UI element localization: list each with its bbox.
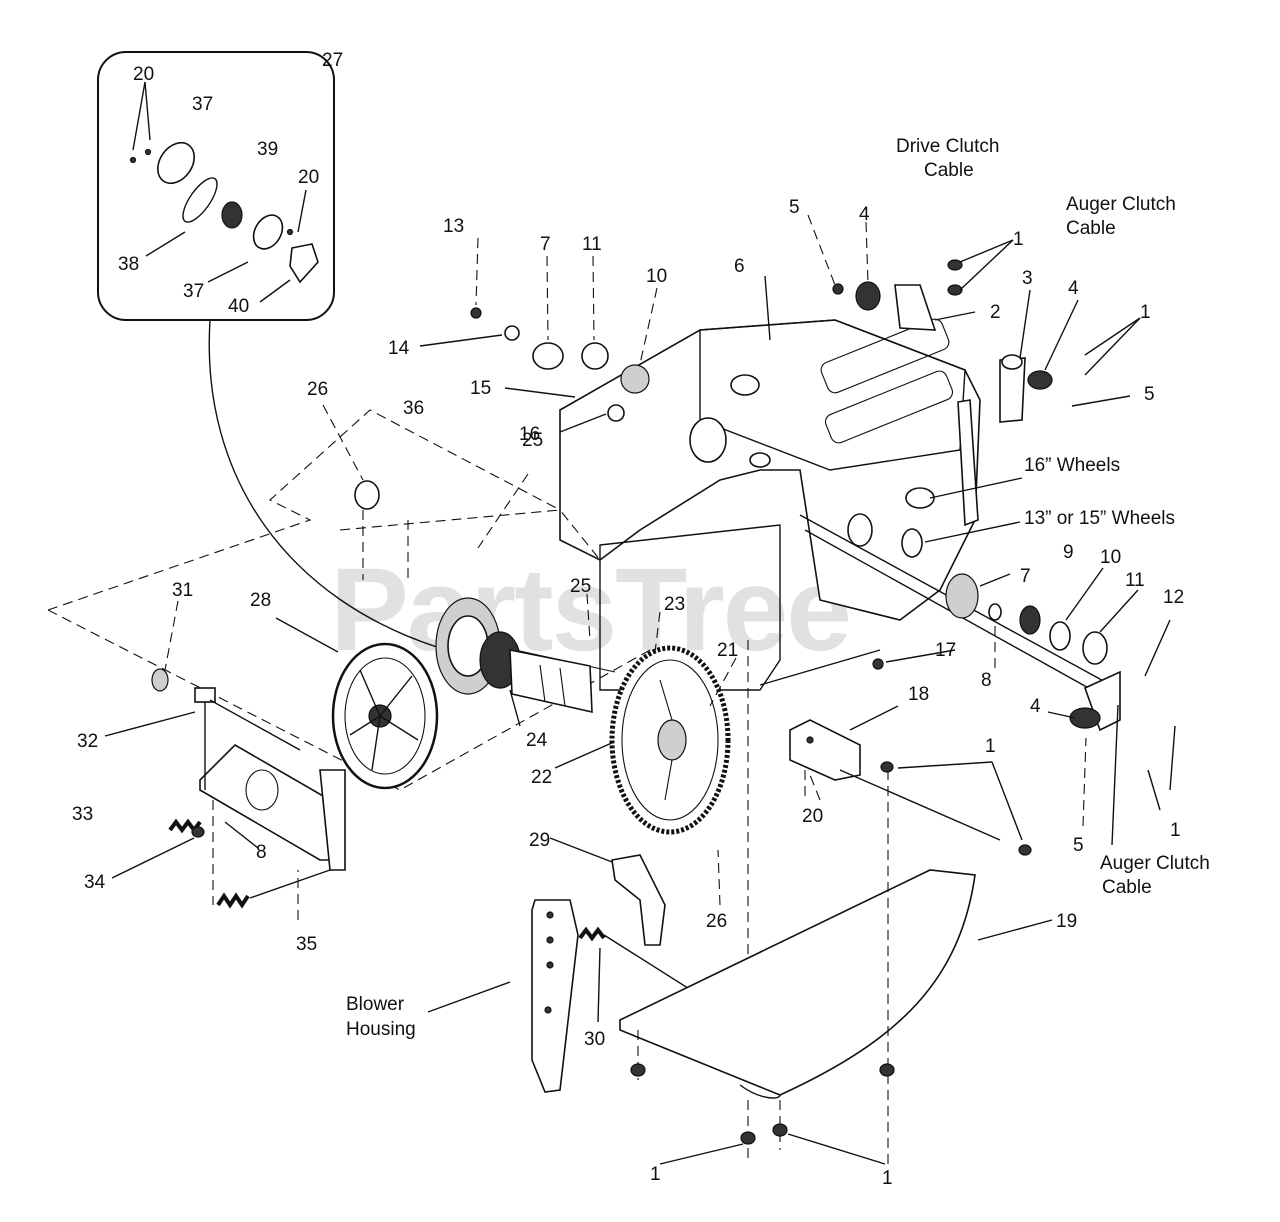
callout-7: 7 [1020,566,1031,587]
callout-32: 32 [77,731,98,752]
callout-3: 3 [1022,268,1033,289]
frame-assembly [559,318,981,691]
callout-33: 33 [72,804,93,825]
callout-6: 6 [734,256,745,277]
callout-8: 8 [256,842,267,863]
callout-20: 20 [133,64,154,85]
callout-11: 11 [582,234,602,255]
right-side-parts [901,354,1121,732]
callout-4: 4 [1030,696,1041,717]
callout-15: 15 [470,378,491,399]
caption-auger-clutch-cable-top-line1: Auger Clutch [1066,194,1176,215]
callout-10: 10 [1100,547,1121,568]
callout-5: 5 [1144,384,1155,405]
callout-21: 21 [717,640,738,661]
bottom-bolts [191,658,1032,1145]
callout-25: 25 [570,576,591,597]
callout-29: 29 [529,830,550,851]
shield-19 [619,869,976,1099]
callout-22: 22 [531,767,552,788]
callout-1: 1 [650,1164,661,1185]
caption-13-or-15-wheels: 13” or 15” Wheels [1024,508,1175,529]
callout-39: 39 [257,139,278,160]
callout-13: 13 [443,216,464,237]
callout-17: 17 [935,640,956,661]
callout-28: 28 [250,590,271,611]
caption-blower-housing-line2: Housing [346,1019,416,1040]
callout-11: 11 [1125,570,1145,591]
caption-drive-clutch-cable-line1: Drive Clutch [896,136,999,157]
callout-19: 19 [1056,911,1077,932]
callout-7: 7 [540,234,551,255]
callout-23: 23 [664,594,685,615]
callout-26: 26 [307,379,328,400]
watermark: PartsTree [330,544,850,676]
callout-25: 25 [522,430,543,451]
callout-5: 5 [1073,835,1084,856]
callout-35: 35 [296,934,317,955]
gear-22 [609,645,731,835]
leader-lines [104,214,1176,1165]
caption-16-wheels: 16” Wheels [1024,455,1120,476]
caption-auger-clutch-cable-top-line2: Cable [1066,218,1116,239]
callout-1: 1 [1170,820,1181,841]
callout-40: 40 [228,296,249,317]
top-parts-row [151,259,963,692]
pulley-28 [331,642,439,790]
bracket-18 [789,719,1001,841]
caption-auger-clutch-cable-bottom-line1: Auger Clutch [1100,853,1210,874]
callout-16: 16 [519,424,540,445]
callout-34: 34 [84,872,106,893]
blower-housing-bracket [531,899,579,1093]
callout-31: 31 [172,580,193,601]
guide-lines [212,510,889,1182]
callout-4: 4 [1068,278,1079,299]
callouts: 27 20 37 39 20 38 37 40 13 7 11 10 6 5 4… [72,50,1184,1189]
lever-29 [611,854,666,946]
callout-37: 37 [183,281,204,302]
callout-1: 1 [882,1168,893,1189]
caption-drive-clutch-cable-line2: Cable [924,160,974,181]
caption-blower-housing-line1: Blower [346,994,405,1015]
callout-20: 20 [298,167,319,188]
hub-24 [435,597,593,714]
callout-1: 1 [985,736,996,757]
callout-37: 37 [192,94,213,115]
callout-30: 30 [584,1029,605,1050]
captions: Drive Clutch Cable Auger Clutch Cable 16… [346,136,1210,1040]
callout-5: 5 [789,197,800,218]
callout-24: 24 [526,730,548,751]
callout-10: 10 [646,266,667,287]
callout-1: 1 [1140,302,1151,323]
callout-4: 4 [859,204,870,225]
bracket-plate-33 [194,687,346,871]
callout-2: 2 [990,302,1001,323]
callout-18: 18 [908,684,929,705]
callout-12: 12 [1163,587,1184,608]
callout-36: 36 [403,398,424,419]
callout-20: 20 [802,806,823,827]
caption-auger-clutch-cable-bottom-line2: Cable [1102,877,1152,898]
callout-1: 1 [1013,229,1024,250]
callout-38: 38 [118,254,139,275]
callout-27: 27 [322,50,343,71]
callout-9: 9 [1063,542,1074,563]
callout-26: 26 [706,911,727,932]
callout-14: 14 [388,338,410,359]
callout-8: 8 [981,670,992,691]
inset-detail-box [97,51,441,649]
